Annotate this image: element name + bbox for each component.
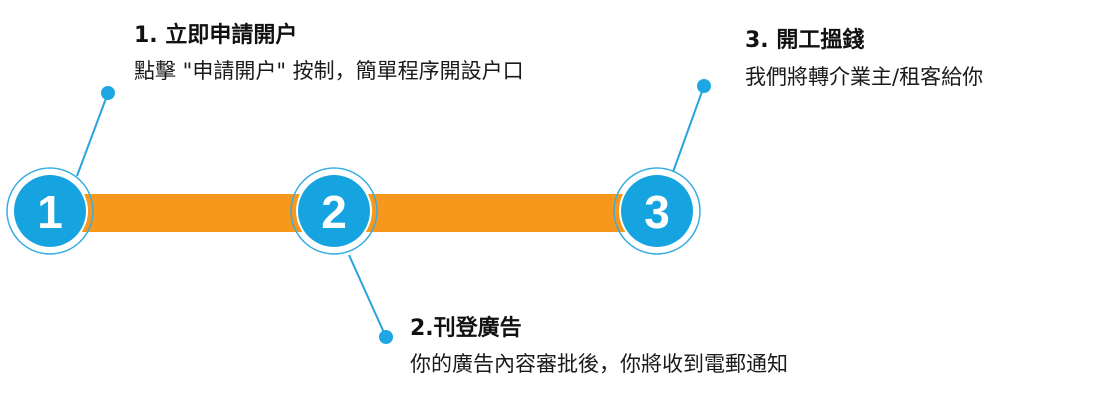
connector-dot-1 xyxy=(101,86,115,100)
step-1-number: 1 xyxy=(37,186,63,238)
step-3-circle: 3 xyxy=(613,167,701,255)
step-3-number: 3 xyxy=(644,186,670,238)
step-3-title: 3. 開工搵錢 xyxy=(745,28,865,53)
step-2-description: 你的廣告內容審批後，你將收到電郵通知 xyxy=(410,352,788,376)
connector-dot-2 xyxy=(379,330,393,344)
step-1-title: 1. 立即申請開户 xyxy=(134,23,298,48)
connector-line-2 xyxy=(348,254,387,338)
connector-line-3 xyxy=(672,85,705,173)
step-1-description: 點擊 "申請開户" 按制，簡單程序開設户口 xyxy=(134,59,524,83)
connector-line-1 xyxy=(76,92,109,177)
step-2-circle: 2 xyxy=(290,167,378,255)
step-2-title: 2.刊登廣告 xyxy=(410,316,522,341)
step-1-circle: 1 xyxy=(6,167,94,255)
step-3-description: 我們將轉介業主/租客給你 xyxy=(745,65,984,89)
step-2-number: 2 xyxy=(321,186,347,238)
connector-dot-3 xyxy=(697,79,711,93)
